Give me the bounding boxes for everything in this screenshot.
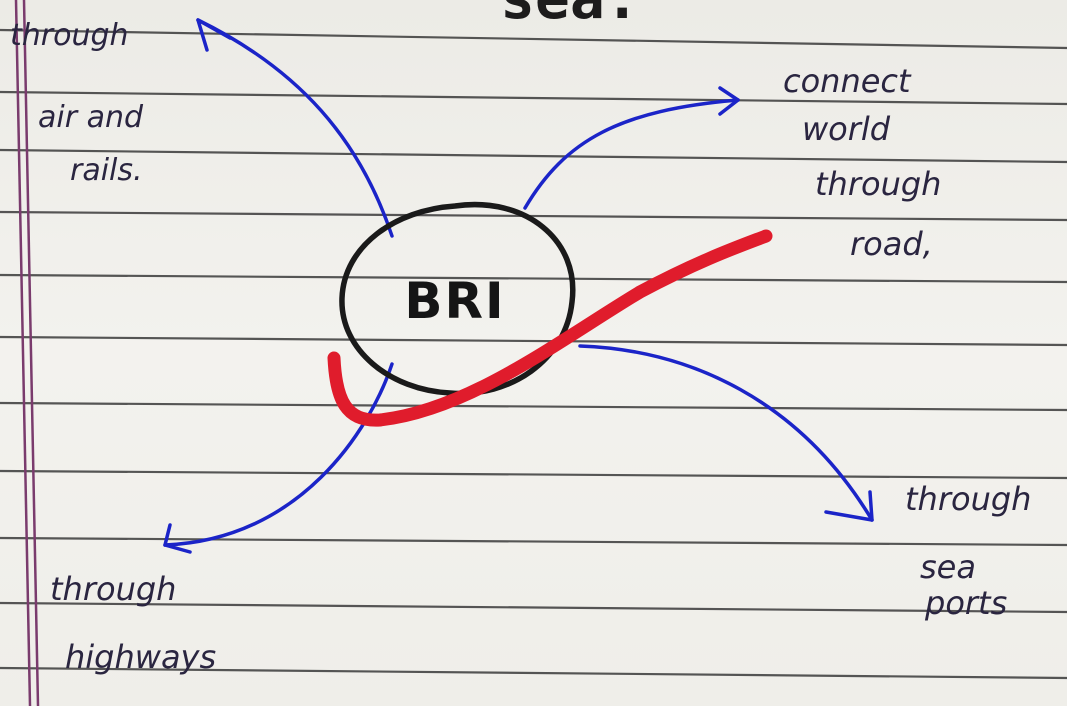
arrowhead-top-left: [196, 18, 232, 52]
rule-line: [0, 469, 1067, 480]
label-line: through: [815, 165, 941, 203]
margin-line: [14, 0, 32, 706]
label-top-right: connect world through road,: [783, 62, 941, 263]
label-line: through: [50, 570, 176, 608]
rule-line: [0, 90, 1067, 106]
margin-lines: [14, 0, 40, 706]
label-line: sea: [920, 548, 976, 586]
rule-line: [0, 273, 1067, 284]
rule-line: [0, 148, 1067, 164]
arrowhead-bottom-left: [163, 523, 192, 554]
page-header-fragment: sea.: [500, 0, 640, 32]
rule-line: [0, 210, 1067, 222]
center-label: BRI: [404, 272, 505, 330]
arrow-bottom-left: [163, 362, 394, 547]
label-bottom-left: through highways: [50, 570, 216, 676]
label-line: air and: [38, 100, 144, 135]
rule-line: [0, 401, 1067, 412]
arrow-top-left: [196, 18, 394, 238]
rule-line: [0, 28, 1067, 50]
label-line: world: [802, 110, 891, 148]
label-line: through: [905, 480, 1031, 518]
rule-line: [0, 335, 1067, 347]
arrow-bottom-right: [578, 344, 874, 522]
red-check-mark: [327, 229, 773, 427]
arrowhead-bottom-right: [824, 490, 874, 522]
rule-line: [0, 666, 1067, 680]
label-bottom-right: through sea ports: [905, 480, 1031, 622]
label-line: connect: [783, 62, 912, 100]
center-circle: [339, 201, 576, 397]
arrow-top-right: [523, 98, 740, 210]
label-line: road,: [850, 225, 933, 263]
label-top-left: through air and rails.: [10, 18, 144, 188]
rule-line: [0, 601, 1067, 614]
label-line: rails.: [70, 153, 143, 188]
ruled-lines: [0, 28, 1067, 680]
label-line: ports: [924, 584, 1007, 622]
branch-arrows: [163, 18, 874, 554]
center-node: BRI: [339, 201, 576, 397]
label-line: through: [10, 18, 129, 53]
margin-line: [22, 0, 40, 706]
label-line: highways: [65, 638, 216, 676]
arrowhead-top-right: [718, 86, 740, 116]
rule-line: [0, 536, 1067, 547]
